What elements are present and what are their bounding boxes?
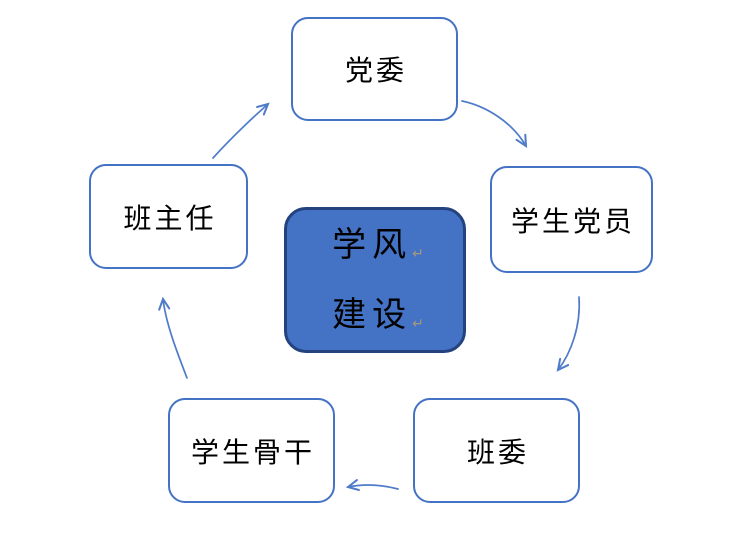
center-line-1-text: 学风 [332, 225, 413, 265]
paragraph-mark-icon: ↵ [412, 316, 424, 332]
arrow-backbone-to-head-teacher-icon [163, 299, 188, 379]
center-line-2: 建设 ↵ [326, 280, 424, 350]
arrow-student-party-to-class-committee-icon [558, 296, 581, 370]
arrow-class-committee-to-backbone-icon [348, 485, 399, 489]
node-student-backbone-label: 学生骨干 [190, 435, 315, 469]
arrow-head-teacher-to-party-icon [212, 104, 268, 159]
node-class-committee: 班委 [413, 398, 580, 503]
center-line-2-text: 建设 [332, 295, 413, 335]
node-center-theme: 学风 ↵ 建设 ↵ [284, 207, 466, 353]
node-student-party-members: 学生党员 [490, 166, 653, 273]
node-class-committee-label: 班委 [466, 435, 529, 469]
node-party-committee-label: 党委 [344, 54, 407, 87]
node-head-teacher: 班主任 [89, 164, 248, 269]
arrow-party-to-student-party-icon [461, 100, 526, 146]
node-student-party-members-label: 学生党员 [510, 204, 635, 238]
paragraph-mark-icon: ↵ [412, 246, 424, 262]
node-student-backbone: 学生骨干 [168, 398, 335, 503]
center-line-1: 学风 ↵ [326, 210, 424, 280]
node-head-teacher-label: 班主任 [123, 201, 217, 235]
node-party-committee: 党委 [291, 17, 458, 121]
